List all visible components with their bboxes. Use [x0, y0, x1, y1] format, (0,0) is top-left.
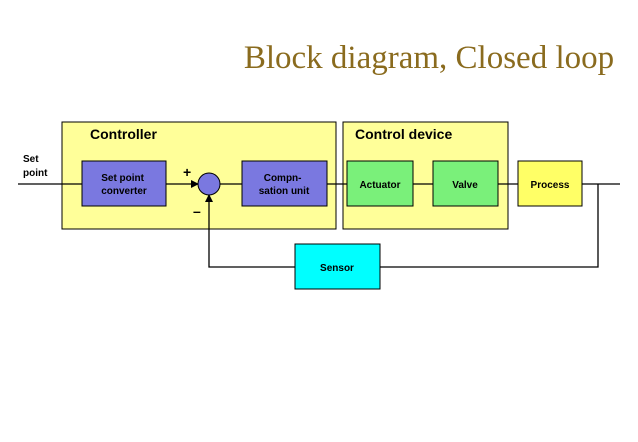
setpoint-input-label: Set point	[23, 154, 48, 179]
actuator-label: Actuator	[359, 180, 400, 191]
plus-sign: +	[183, 164, 191, 180]
compensation-unit-block	[241, 160, 328, 207]
actuator-block	[346, 160, 414, 207]
valve-block	[432, 160, 499, 207]
page-title: Block diagram, Closed loop	[243, 40, 615, 76]
process-block	[517, 160, 583, 207]
setpoint-converter-label: Set point converter	[101, 173, 147, 197]
sensor-label: Sensor	[320, 263, 354, 274]
controller-label: Controller	[90, 126, 157, 142]
setpoint-converter-block	[81, 160, 167, 207]
process-label: Process	[531, 180, 570, 191]
compensation-unit-label: Compn- sation unit	[259, 173, 310, 197]
signal-lines	[18, 180, 620, 268]
valve-label: Valve	[452, 180, 478, 191]
summing-junction	[197, 172, 221, 196]
minus-sign: –	[193, 203, 201, 219]
sensor-block	[294, 243, 381, 290]
control-device-label: Control device	[355, 126, 452, 142]
